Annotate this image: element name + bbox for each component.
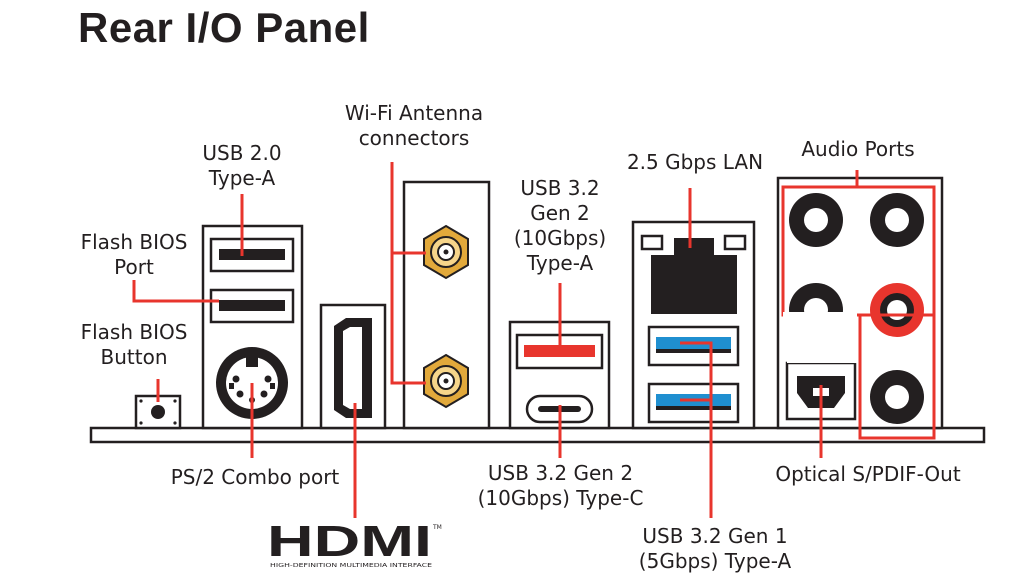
hdmi-logo-tm: TM bbox=[432, 524, 442, 531]
wifi-antenna-block bbox=[402, 180, 491, 430]
audio-jack-bottom-right bbox=[870, 370, 924, 424]
usb32-gen2-block bbox=[508, 320, 611, 430]
hdmi-logo-text: HDMI bbox=[267, 517, 432, 566]
io-baseplate bbox=[89, 426, 986, 444]
wifi-antenna-connector-bottom bbox=[423, 353, 469, 409]
hdmi-port bbox=[319, 303, 387, 430]
lan-port bbox=[640, 234, 747, 314]
label-optical-spdif: Optical S/PDIF-Out bbox=[775, 462, 961, 486]
audio-jack-top-right bbox=[870, 193, 924, 247]
label-usb32-gen1: USB 3.2 Gen 1(5Gbps) Type-A bbox=[638, 524, 792, 573]
label-ps2: PS/2 Combo port bbox=[170, 465, 340, 489]
page-title: Rear I/O Panel bbox=[78, 4, 370, 51]
hdmi-logo: HDMI TM HIGH-DEFINITION MULTIMEDIA INTER… bbox=[267, 517, 442, 569]
label-audio-ports: Audio Ports bbox=[801, 137, 915, 161]
wifi-antenna-connector-top bbox=[423, 224, 469, 280]
lan-usb-gen1-block bbox=[631, 220, 756, 430]
label-usb32-gen2-type-c: USB 3.2 Gen 2(10Gbps) Type-C bbox=[477, 461, 644, 510]
label-lan: 2.5 Gbps LAN bbox=[626, 150, 764, 174]
audio-jack-mid-right bbox=[870, 283, 924, 337]
audio-jack-top-left bbox=[789, 193, 843, 247]
hdmi-logo-tagline: HIGH-DEFINITION MULTIMEDIA INTERFACE bbox=[270, 563, 433, 569]
